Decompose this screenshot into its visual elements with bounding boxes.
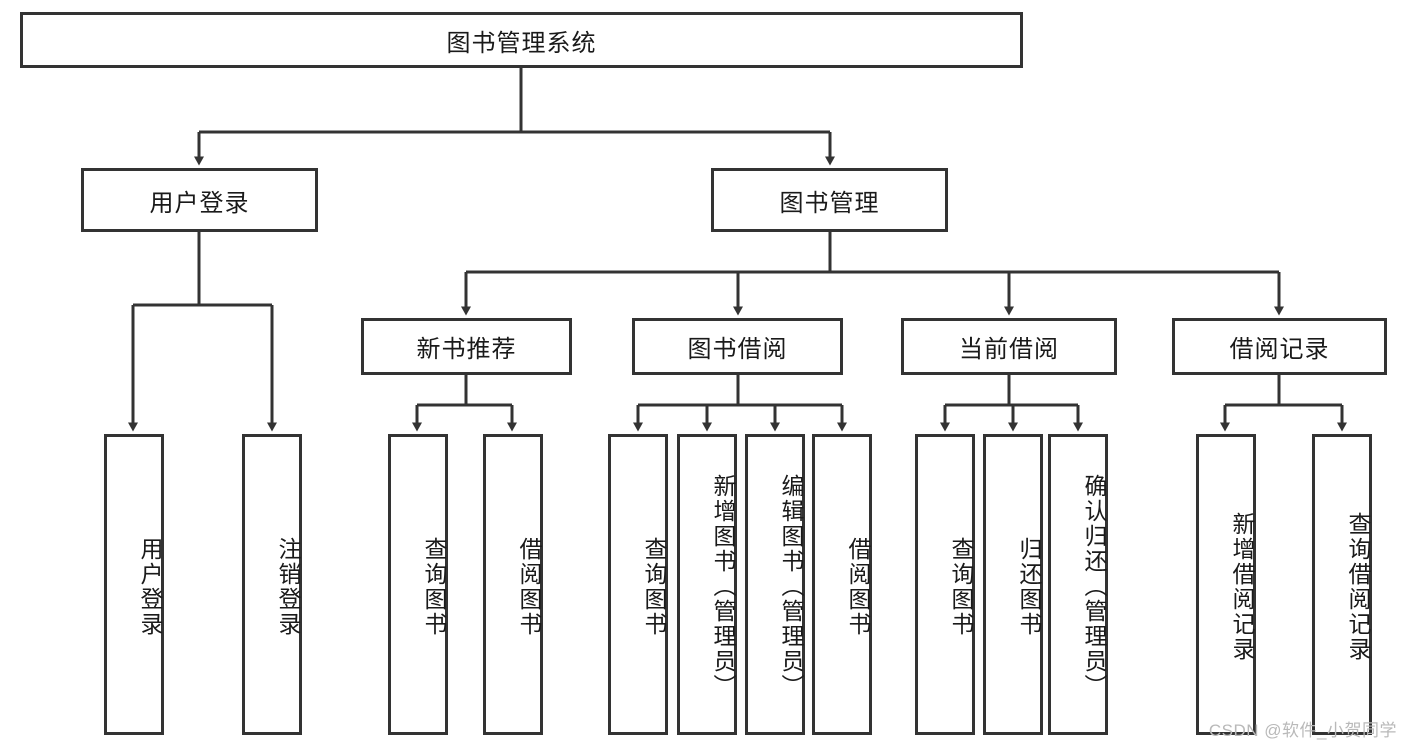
leaf-current-return-book[interactable]: 归还图书 [983,434,1043,735]
csdn-watermark: CSDN @软件_小贺同学 [1208,721,1397,740]
node-borrow-record[interactable]: 借阅记录 [1172,318,1387,375]
leaf-label: 查询图书 [948,536,974,637]
leaf-newbook-borrow-book[interactable]: 借阅图书 [483,434,543,735]
node-current-borrow[interactable]: 当前借阅 [901,318,1117,375]
node-book-management[interactable]: 图书管理 [711,168,948,232]
leaf-borrow-query-book[interactable]: 查询图书 [608,434,668,735]
leaf-label: 确认归还（管理员） [1081,474,1107,699]
leaf-record-query-record[interactable]: 查询借阅记录 [1312,434,1372,735]
node-root-label: 图书管理系统 [446,29,597,57]
leaf-borrow-edit-book-admin[interactable]: 编辑图书（管理员） [745,434,805,735]
leaf-label: 查询借阅记录 [1345,511,1371,662]
leaf-label: 注销登录 [275,536,301,637]
leaf-record-add-record[interactable]: 新增借阅记录 [1196,434,1256,735]
leaf-label: 借阅图书 [845,536,871,637]
leaf-label: 归还图书 [1016,536,1042,637]
leaf-label: 新增借阅记录 [1229,511,1255,662]
leaf-label: 编辑图书（管理员） [778,474,804,699]
node-new-book-recommend[interactable]: 新书推荐 [361,318,572,375]
node-new-book-recommend-label: 新书推荐 [416,336,517,363]
node-user-login[interactable]: 用户登录 [81,168,318,232]
node-user-login-label: 用户登录 [149,189,250,217]
leaf-newbook-query-book[interactable]: 查询图书 [388,434,448,735]
node-book-management-label: 图书管理 [779,189,880,217]
leaf-label: 借阅图书 [516,536,542,637]
node-current-borrow-label: 当前借阅 [959,336,1059,363]
leaf-label: 新增图书（管理员） [710,474,736,699]
node-book-borrow-label: 图书借阅 [687,336,788,363]
leaf-borrow-borrow-book[interactable]: 借阅图书 [812,434,872,735]
node-book-borrow[interactable]: 图书借阅 [632,318,843,375]
leaf-user-login-signin[interactable]: 用户登录 [104,434,164,735]
leaf-label: 用户登录 [137,536,163,637]
leaf-user-login-signout[interactable]: 注销登录 [242,434,302,735]
leaf-label: 查询图书 [641,536,667,637]
leaf-current-confirm-return-admin[interactable]: 确认归还（管理员） [1048,434,1108,735]
leaf-current-query-book[interactable]: 查询图书 [915,434,975,735]
node-borrow-record-label: 借阅记录 [1229,336,1330,363]
leaf-borrow-add-book-admin[interactable]: 新增图书（管理员） [677,434,737,735]
leaf-label: 查询图书 [421,536,447,637]
node-root[interactable]: 图书管理系统 [20,12,1023,68]
